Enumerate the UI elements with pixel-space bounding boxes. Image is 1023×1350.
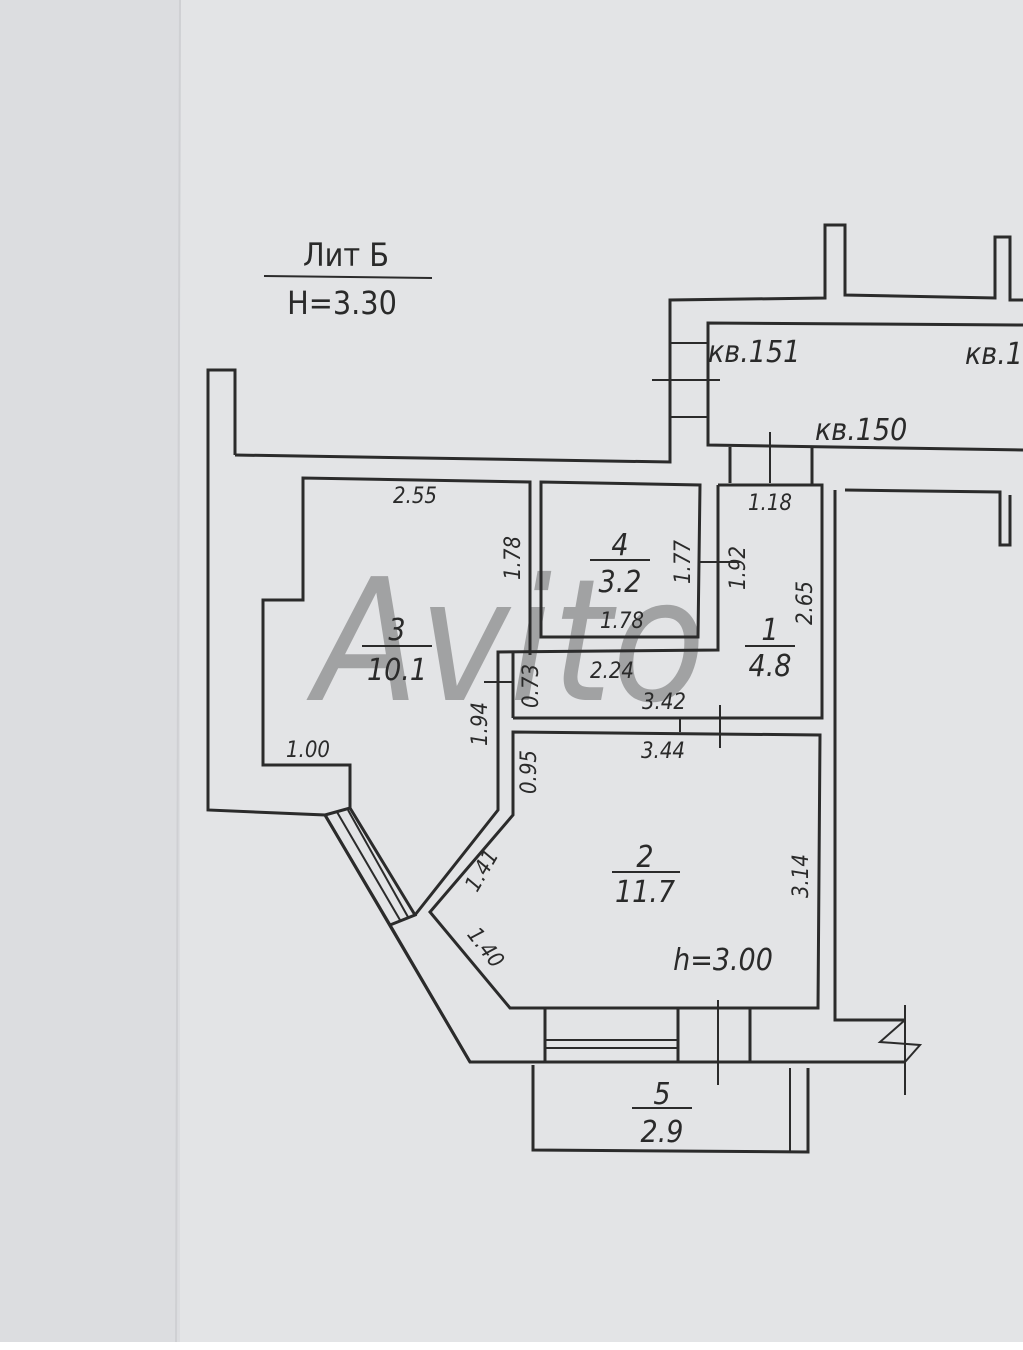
dim-label: 1.78: [600, 609, 644, 634]
room-4-area: 3.2: [599, 565, 642, 600]
dim-label: 0.73: [519, 664, 544, 708]
dim-label: 2.65: [793, 581, 818, 625]
dim-label: 1.92: [726, 546, 751, 590]
lit-label: Лит Б: [303, 236, 389, 274]
dim-label: 2.24: [590, 659, 634, 684]
dim-label: 3.44: [641, 739, 685, 764]
dim-label: 1.77: [671, 540, 696, 584]
watermark: Avito: [305, 543, 705, 741]
dim-label: 1.00: [286, 738, 330, 763]
height-label: H=3.30: [287, 284, 397, 322]
dim-label: 0.95: [517, 750, 542, 794]
room-1-area: 4.8: [749, 649, 792, 684]
ceiling-height: h=3.00: [673, 943, 773, 978]
dim-label: 1.78: [501, 536, 526, 580]
neighbor-labels: кв.151 кв.150 кв.1: [708, 335, 1023, 448]
room-4-number: 4: [611, 528, 628, 563]
room-2-area: 11.7: [615, 875, 675, 910]
room-1-number: 1: [761, 613, 778, 648]
room-labels: 1 4.8 2 11.7 3 10.1 4 3.2 5 2.9 h=3.00: [362, 528, 795, 1150]
dim-label: 3.42: [642, 690, 686, 715]
room-3-area: 10.1: [367, 653, 427, 688]
dim-label: 2.55: [393, 484, 437, 509]
dim-label: 1.18: [748, 491, 792, 516]
paper-edge: [0, 0, 180, 1342]
room-5-area: 2.9: [641, 1115, 684, 1150]
apt-151-label: кв.151: [708, 335, 800, 370]
room-5-number: 5: [653, 1077, 670, 1112]
title-block: Лит Б H=3.30: [263, 236, 433, 322]
dim-label: 1.94: [468, 702, 493, 746]
dim-label: 3.14: [789, 854, 814, 898]
apt-150-label: кв.150: [815, 413, 907, 448]
walls: [206, 223, 1023, 1154]
room-3-number: 3: [388, 613, 405, 648]
apt-right-label: кв.1: [965, 337, 1023, 372]
room-2-number: 2: [636, 840, 653, 875]
